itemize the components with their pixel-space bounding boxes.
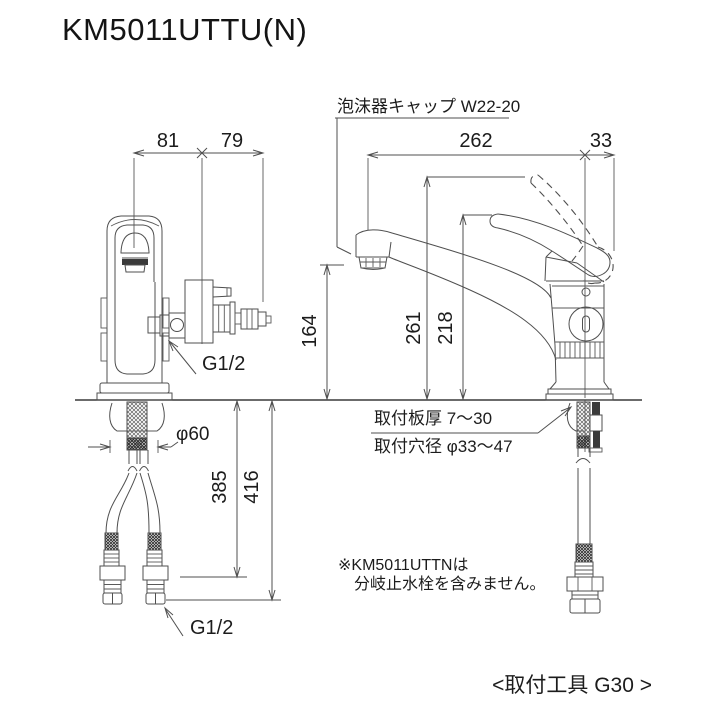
base-diameter-dimension: φ60 (88, 424, 209, 453)
mounting-tool-label: <取付工具 G30 > (492, 674, 652, 697)
model-note: ※KM5011UTTNは 分岐止水栓を含みません。 (338, 557, 546, 593)
side-view-drawing: 泡沫器キャップ W22-20 262 33 (299, 97, 616, 614)
dim-phi60-label: φ60 (176, 424, 209, 445)
dim-416-label: 416 (241, 470, 263, 503)
dim-81-label: 81 (157, 130, 179, 152)
product-code-title: KM5011UTTU(N) (62, 12, 308, 47)
supply-hoses (99, 472, 169, 605)
spout-side (355, 229, 557, 361)
faucet-front-body (96, 215, 173, 401)
dim-33-label: 33 (590, 130, 612, 152)
lever-handle-raised-dashed (530, 174, 614, 285)
mounting-spec-callout: 取付板厚 7〜30 取付穴径 φ33〜47 (371, 405, 573, 456)
front-width-dimension: 81 79 (132, 130, 265, 344)
dim-385-label: 385 (209, 470, 231, 503)
aerator-cap-callout: 泡沫器キャップ W22-20 (335, 97, 520, 255)
side-height-dimensions: 164 261 218 (299, 175, 525, 401)
side-undercounter-assembly (566, 401, 604, 614)
branch-thread-callout: G1/2 (167, 339, 245, 375)
hose-length-dimensions: 385 416 (166, 399, 281, 602)
dim-79-label: 79 (221, 130, 243, 152)
note-line1: ※KM5011UTTNは (338, 557, 468, 574)
dim-262-label: 262 (459, 130, 492, 152)
thread-branch-label: G1/2 (202, 353, 245, 375)
faucet-side-body (545, 280, 614, 401)
front-view-drawing: 81 79 (88, 130, 281, 639)
branch-valve-assembly (147, 279, 272, 344)
mount-hole-diameter-label: 取付穴径 φ33〜47 (374, 437, 513, 456)
lever-handle-side (489, 213, 611, 283)
dim-261-label: 261 (403, 311, 425, 344)
front-undercounter-assembly (109, 401, 165, 472)
thread-hose-label: G1/2 (190, 617, 233, 639)
mount-plate-thickness-label: 取付板厚 7〜30 (374, 409, 492, 428)
dim-164-label: 164 (299, 314, 321, 347)
hose-thread-callout: G1/2 (164, 606, 233, 639)
note-line2: 分岐止水栓を含みません。 (354, 575, 546, 593)
aerator-cap-label: 泡沫器キャップ W22-20 (337, 97, 520, 116)
dim-218-label: 218 (435, 311, 457, 344)
